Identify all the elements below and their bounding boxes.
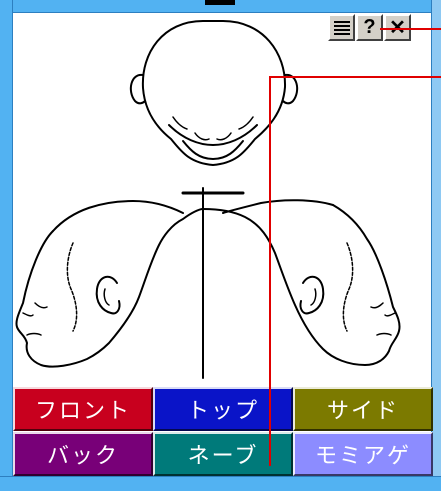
- side-view-button[interactable]: サイド: [293, 387, 433, 431]
- left-profile-skull: [52, 200, 184, 232]
- help-button[interactable]: ?: [356, 14, 383, 41]
- head-diagram-drawing: [15, 20, 401, 379]
- view-mode-buttons: フロント トップ サイド バック ネーブ モミアゲ: [13, 387, 433, 476]
- right-profile-head: [202, 204, 401, 366]
- right-profile-hairline: [342, 242, 354, 332]
- menu-button[interactable]: [328, 14, 355, 41]
- top-view-chin: [182, 140, 244, 160]
- window-frame-bottom: [0, 476, 441, 491]
- right-profile-ear: [299, 275, 325, 315]
- nape-view-button[interactable]: ネーブ: [153, 432, 293, 476]
- close-button[interactable]: ✕: [384, 14, 411, 41]
- help-icon: ?: [363, 16, 376, 38]
- menu-lines-icon: [333, 20, 350, 35]
- top-view-brow: [168, 124, 258, 146]
- window-top-notch: [205, 0, 235, 5]
- top-view-left-ear: [129, 73, 146, 105]
- sideburn-view-button[interactable]: モミアゲ: [293, 432, 433, 476]
- window-frame-top: [0, 0, 441, 13]
- right-profile-skull: [222, 199, 334, 214]
- left-profile-hairline: [66, 242, 78, 332]
- back-view-button[interactable]: バック: [13, 432, 153, 476]
- window-tool-buttons: ? ✕: [328, 14, 412, 42]
- top-view-head: [141, 20, 287, 166]
- left-profile-head: [15, 208, 204, 368]
- front-view-button[interactable]: フロント: [13, 387, 153, 431]
- close-icon: ✕: [389, 17, 406, 39]
- window-frame-left: [0, 0, 13, 490]
- left-profile-ear: [95, 275, 121, 315]
- head-diagram-canvas: [13, 13, 431, 385]
- top-view-button[interactable]: トップ: [153, 387, 293, 431]
